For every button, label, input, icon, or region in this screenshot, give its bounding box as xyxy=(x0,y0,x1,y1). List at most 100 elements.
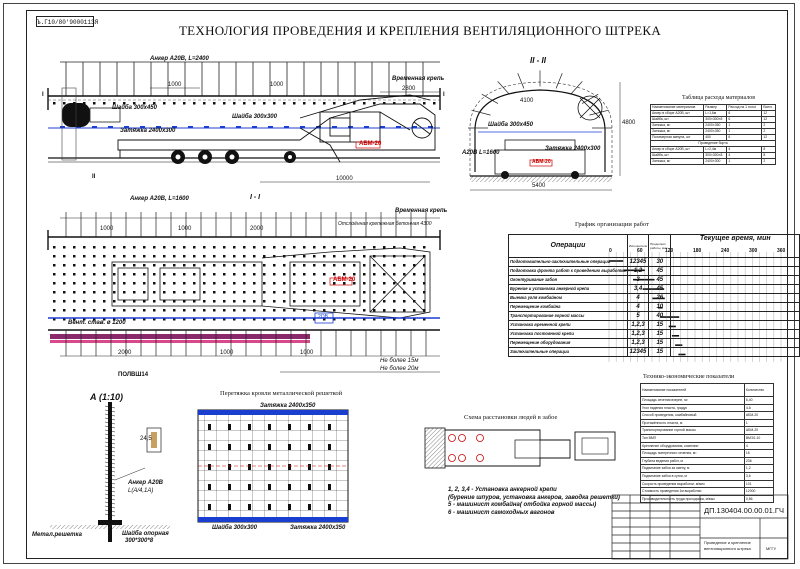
title-block-name-1: Проведение и крепление xyxy=(704,540,751,545)
tech-cell: Крепление оборудования, комплект xyxy=(640,441,745,451)
schedule-op: Подготовительно-заключительные операции xyxy=(508,257,628,267)
radial-anchor xyxy=(481,93,499,104)
long-marker-left: I xyxy=(42,92,44,98)
thread-line xyxy=(104,509,116,513)
mesh-anchor xyxy=(308,484,311,490)
mesh-anchor xyxy=(248,504,251,510)
tech-cell: АБМ-20 xyxy=(743,411,775,420)
thread-line xyxy=(104,433,116,437)
mesh-anchor xyxy=(308,504,311,510)
radial-anchor xyxy=(497,81,510,95)
schedule-op: Перемещение комбайна xyxy=(508,302,628,312)
section-ii-lagging-label: Затяжка 2400х300 xyxy=(545,146,601,152)
schedule-timeline-cell xyxy=(670,320,800,330)
schedule-title: График организации работ xyxy=(575,221,649,228)
tech-cell: 4-6 xyxy=(743,403,775,413)
mesh-anchor xyxy=(308,424,311,430)
mesh-washer-label: Шайба 300х300 xyxy=(212,525,257,531)
mesh-mark xyxy=(348,126,353,129)
mesh-anchor xyxy=(228,464,231,470)
schedule-dur: 40 xyxy=(648,311,672,321)
tech-title: Технико-экономические показатели xyxy=(643,374,735,380)
section-ii-anchor-label: А20В L=1600 xyxy=(462,150,500,156)
mesh-anchor xyxy=(208,464,211,470)
mesh-anchor xyxy=(328,484,331,490)
plan-note-2: Не более 20м xyxy=(380,366,419,372)
longitudinal-view xyxy=(47,61,441,183)
schedule-col-operations: Операции xyxy=(508,234,628,258)
legend-line-3: 5 - машинист комбайна( отбойка горной ма… xyxy=(448,502,597,508)
thread-line xyxy=(104,513,116,517)
plan-vent-label: Вент. став. ø 1200 xyxy=(68,320,126,326)
schedule-op: Установка временной крепи xyxy=(508,320,628,330)
tech-cell: Подвигание забоя за смену, м xyxy=(640,464,745,473)
thread-line xyxy=(104,429,116,433)
schedule-who: 3 xyxy=(626,275,650,285)
mesh-anchor xyxy=(288,464,291,470)
thread-line xyxy=(104,489,116,493)
radial-anchor xyxy=(589,109,609,116)
tech-cell: Глубина ведения работ, м xyxy=(640,456,745,466)
long-dim-4: 1000 xyxy=(270,82,284,88)
schedule-dur: 15 xyxy=(648,338,672,348)
plan-shotcrete-label: Отслоённая крепежная бетонная 4300 xyxy=(338,221,432,227)
schedule-op: Заключительные операции xyxy=(508,347,628,357)
long-machine-label: АБМ-20 xyxy=(359,141,382,147)
radial-anchor xyxy=(517,73,525,89)
mesh-mark xyxy=(316,126,321,129)
detail-a-anchor-label: Анкер А20В xyxy=(128,480,164,486)
tech-cell: Протяжённость пласта, м xyxy=(640,418,745,428)
long-mesh-label-2: Шайба 300х300 xyxy=(232,114,277,120)
mesh-anchor xyxy=(248,464,251,470)
thread-line xyxy=(104,461,116,465)
tech-cell: 0,86 xyxy=(743,494,775,504)
mesh-mark xyxy=(268,126,273,129)
mesh-mark xyxy=(428,126,433,129)
thread-line xyxy=(104,497,116,501)
tech-cell: Площадь сечения вчерне, м² xyxy=(640,396,745,405)
thread-line xyxy=(104,445,116,449)
long-dim-2: 10000 xyxy=(336,176,353,182)
mesh-detail-title: Перетяжка кровли металлической решеткой xyxy=(220,390,343,397)
drawing-title: ТЕХНОЛОГИЯ ПРОВЕДЕНИЯ И КРЕПЛЕНИЯ ВЕНТИЛ… xyxy=(178,23,662,38)
radial-anchor xyxy=(471,109,491,116)
mesh-anchor xyxy=(268,484,271,490)
plan-dim-4: 2000 xyxy=(118,350,132,356)
long-temp-support-label: Временная крепь xyxy=(392,76,445,82)
schedule-who: 1,2,3 xyxy=(626,329,650,339)
schedule-who: 4 xyxy=(626,293,650,303)
tech-cell: 101 xyxy=(743,479,775,489)
thread-line xyxy=(104,485,116,489)
schedule-timeline-cell xyxy=(670,257,800,267)
mesh-anchor xyxy=(228,504,231,510)
schedule-who: 5 xyxy=(626,311,650,321)
tech-cell: 4 xyxy=(743,441,775,451)
schedule-who: 12345 xyxy=(626,347,650,357)
mesh-mark xyxy=(156,126,161,129)
time-tick: 180 xyxy=(693,248,702,254)
schedule-dur: 30 xyxy=(648,257,672,267)
mesh-anchor xyxy=(248,424,251,430)
schedule-who: 4 xyxy=(626,302,650,312)
thread-line xyxy=(104,405,116,409)
tech-table: Наименование показателей Количество Площ… xyxy=(640,383,775,504)
schedule-dur: 45 xyxy=(648,266,672,276)
tech-cell: 1 xyxy=(743,418,775,428)
schedule-col-duration: Продолжит. работы, мин xyxy=(648,234,672,258)
materials-table: Наименование материалов Размер Расход на… xyxy=(649,104,776,165)
mesh-mark xyxy=(60,126,65,129)
long-anchor-label: Анкер А20В, L=2400 xyxy=(150,56,209,62)
plan-anchor-label: Анкер А20В, L=1600 xyxy=(130,196,189,202)
schedule-dur: 10 xyxy=(648,302,672,312)
schedule-who: 1,2,3 xyxy=(626,338,650,348)
plan-dim-2: 1000 xyxy=(178,226,192,232)
tech-cell: Подвигание забоя в сутки, м xyxy=(640,471,745,481)
